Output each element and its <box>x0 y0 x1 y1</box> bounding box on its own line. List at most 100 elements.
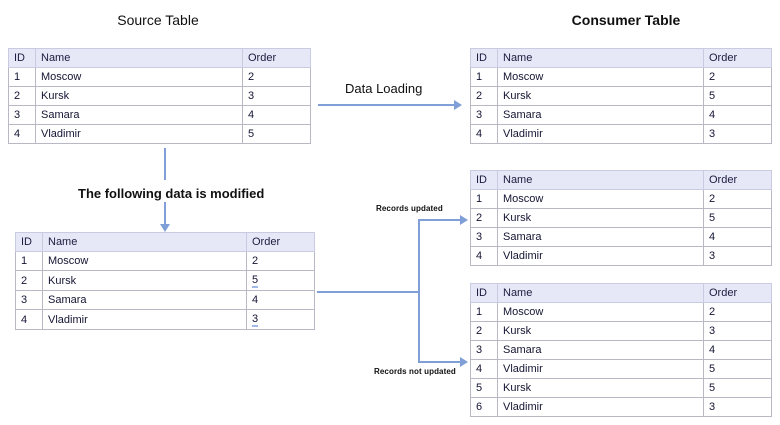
cell-order: 5 <box>703 359 772 379</box>
cell-order: 2 <box>703 302 772 322</box>
cell-id: 1 <box>15 251 43 271</box>
cell-order: 5 <box>703 378 772 398</box>
cell-id: 1 <box>470 67 498 87</box>
modified-value-marker: 5 <box>252 274 259 288</box>
cell-order: 4 <box>703 227 772 247</box>
cell-name: Samara <box>42 290 247 310</box>
cell-name: Kursk <box>497 321 704 341</box>
cell-id: 1 <box>470 302 498 322</box>
column-header-name: Name <box>42 232 247 252</box>
cell-id: 4 <box>470 246 498 266</box>
cell-order: 5 <box>242 124 311 144</box>
cell-name: Moscow <box>42 251 247 271</box>
cell-id: 1 <box>470 189 498 209</box>
cell-id: 4 <box>15 309 43 330</box>
cell-name: Samara <box>497 105 704 125</box>
cell-id: 2 <box>470 321 498 341</box>
cell-id: 4 <box>8 124 36 144</box>
column-header-id: ID <box>15 232 43 252</box>
cell-name: Moscow <box>497 302 704 322</box>
cell-id: 2 <box>470 86 498 106</box>
cell-name: Vladimir <box>497 397 704 417</box>
cell-order: 5 <box>703 86 772 106</box>
column-header-id: ID <box>470 283 498 303</box>
cell-name: Kursk <box>497 208 704 228</box>
column-header-order: Order <box>242 48 311 68</box>
column-header-id: ID <box>8 48 36 68</box>
cell-order: 3 <box>703 124 772 144</box>
connector-branch-stem <box>317 291 420 293</box>
cell-id: 6 <box>470 397 498 417</box>
cell-order: 4 <box>703 105 772 125</box>
connector-records-updated-line <box>418 219 462 221</box>
connector-records-not-updated-line <box>418 361 462 363</box>
cell-name: Kursk <box>497 86 704 106</box>
cell-name: Samara <box>35 105 243 125</box>
page-title-consumer: Consumer Table <box>571 12 681 28</box>
page-title-source: Source Table <box>117 12 199 28</box>
connector-branch-riser <box>418 219 420 363</box>
cell-order: 3 <box>703 246 772 266</box>
connector-data-loading-line <box>318 104 454 106</box>
cell-id: 4 <box>470 359 498 379</box>
column-header-name: Name <box>497 283 704 303</box>
cell-id: 3 <box>470 340 498 360</box>
cell-order: 3 <box>703 321 772 341</box>
cell-name: Moscow <box>497 67 704 87</box>
column-header-name: Name <box>497 170 704 190</box>
cell-order: 5 <box>246 270 315 291</box>
column-header-order: Order <box>703 283 772 303</box>
cell-order: 2 <box>242 67 311 87</box>
cell-name: Samara <box>497 340 704 360</box>
connector-records-updated-arrowhead <box>460 215 468 225</box>
cell-id: 3 <box>8 105 36 125</box>
cell-id: 2 <box>470 208 498 228</box>
edge-label-records-not-updated: Records not updated <box>370 367 460 376</box>
cell-id: 4 <box>470 124 498 144</box>
cell-name: Vladimir <box>42 309 247 330</box>
connector-modify-arrowhead <box>160 224 170 232</box>
column-header-id: ID <box>470 170 498 190</box>
cell-id: 5 <box>470 378 498 398</box>
cell-order: 3 <box>703 397 772 417</box>
cell-order: 3 <box>246 309 315 330</box>
cell-name: Vladimir <box>497 359 704 379</box>
cell-order: 3 <box>242 86 311 106</box>
cell-order: 5 <box>703 208 772 228</box>
cell-id: 1 <box>8 67 36 87</box>
cell-name: Moscow <box>35 67 243 87</box>
cell-name: Kursk <box>42 270 247 291</box>
column-header-name: Name <box>497 48 704 68</box>
cell-order: 2 <box>703 67 772 87</box>
cell-id: 3 <box>15 290 43 310</box>
column-header-order: Order <box>246 232 315 252</box>
edge-label-records-updated: Records updated <box>372 204 447 213</box>
connector-modify-line-upper <box>164 148 166 180</box>
cell-name: Moscow <box>497 189 704 209</box>
cell-id: 3 <box>470 227 498 247</box>
cell-name: Kursk <box>497 378 704 398</box>
column-header-order: Order <box>703 48 772 68</box>
